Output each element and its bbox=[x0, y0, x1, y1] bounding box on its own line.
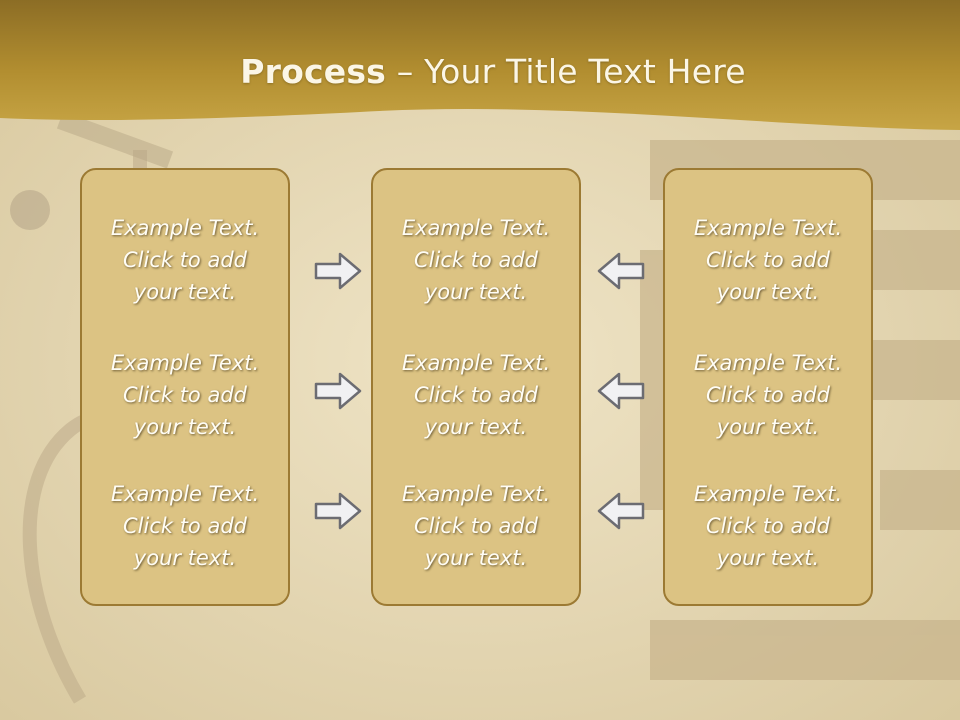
process-column-1: Example Text. Click to add your text. Ex… bbox=[80, 168, 290, 606]
arrow-right-icon bbox=[314, 492, 362, 530]
text-line: Example Text. bbox=[110, 351, 260, 375]
text-line: Click to add bbox=[122, 514, 247, 538]
text-line: Click to add bbox=[413, 383, 538, 407]
text-block[interactable]: Example Text. Click to add your text. bbox=[373, 347, 579, 443]
text-line: Click to add bbox=[122, 248, 247, 272]
text-line: your text. bbox=[424, 280, 528, 304]
text-line: your text. bbox=[133, 546, 237, 570]
text-line: Click to add bbox=[413, 248, 538, 272]
text-line: Example Text. bbox=[693, 216, 843, 240]
text-line: Example Text. bbox=[693, 351, 843, 375]
text-block[interactable]: Example Text. Click to add your text. bbox=[82, 478, 288, 574]
arrow-left-icon bbox=[597, 492, 645, 530]
process-column-2: Example Text. Click to add your text. Ex… bbox=[371, 168, 581, 606]
text-line: Example Text. bbox=[401, 216, 551, 240]
text-line: Click to add bbox=[705, 514, 830, 538]
text-line: Example Text. bbox=[401, 351, 551, 375]
arrow-left-icon bbox=[597, 252, 645, 290]
text-block[interactable]: Example Text. Click to add your text. bbox=[665, 347, 871, 443]
slide-title: Process – Your Title Text Here bbox=[0, 52, 960, 91]
text-line: your text. bbox=[133, 280, 237, 304]
text-block[interactable]: Example Text. Click to add your text. bbox=[82, 347, 288, 443]
arrow-left-icon bbox=[597, 372, 645, 410]
text-line: Example Text. bbox=[110, 216, 260, 240]
text-line: Click to add bbox=[413, 514, 538, 538]
text-block[interactable]: Example Text. Click to add your text. bbox=[373, 212, 579, 308]
text-block[interactable]: Example Text. Click to add your text. bbox=[82, 212, 288, 308]
text-line: your text. bbox=[716, 280, 820, 304]
process-column-3: Example Text. Click to add your text. Ex… bbox=[663, 168, 873, 606]
text-line: Click to add bbox=[122, 383, 247, 407]
title-bold: Process bbox=[240, 52, 387, 91]
text-line: your text. bbox=[716, 546, 820, 570]
text-line: Example Text. bbox=[401, 482, 551, 506]
text-line: Example Text. bbox=[693, 482, 843, 506]
text-line: your text. bbox=[424, 415, 528, 439]
title-rest: – Your Title Text Here bbox=[386, 52, 746, 91]
arrow-right-icon bbox=[314, 252, 362, 290]
arrow-right-icon bbox=[314, 372, 362, 410]
text-block[interactable]: Example Text. Click to add your text. bbox=[665, 212, 871, 308]
text-line: your text. bbox=[716, 415, 820, 439]
text-line: Click to add bbox=[705, 383, 830, 407]
text-line: your text. bbox=[133, 415, 237, 439]
text-block[interactable]: Example Text. Click to add your text. bbox=[373, 478, 579, 574]
text-line: Example Text. bbox=[110, 482, 260, 506]
text-block[interactable]: Example Text. Click to add your text. bbox=[665, 478, 871, 574]
text-line: Click to add bbox=[705, 248, 830, 272]
text-line: your text. bbox=[424, 546, 528, 570]
